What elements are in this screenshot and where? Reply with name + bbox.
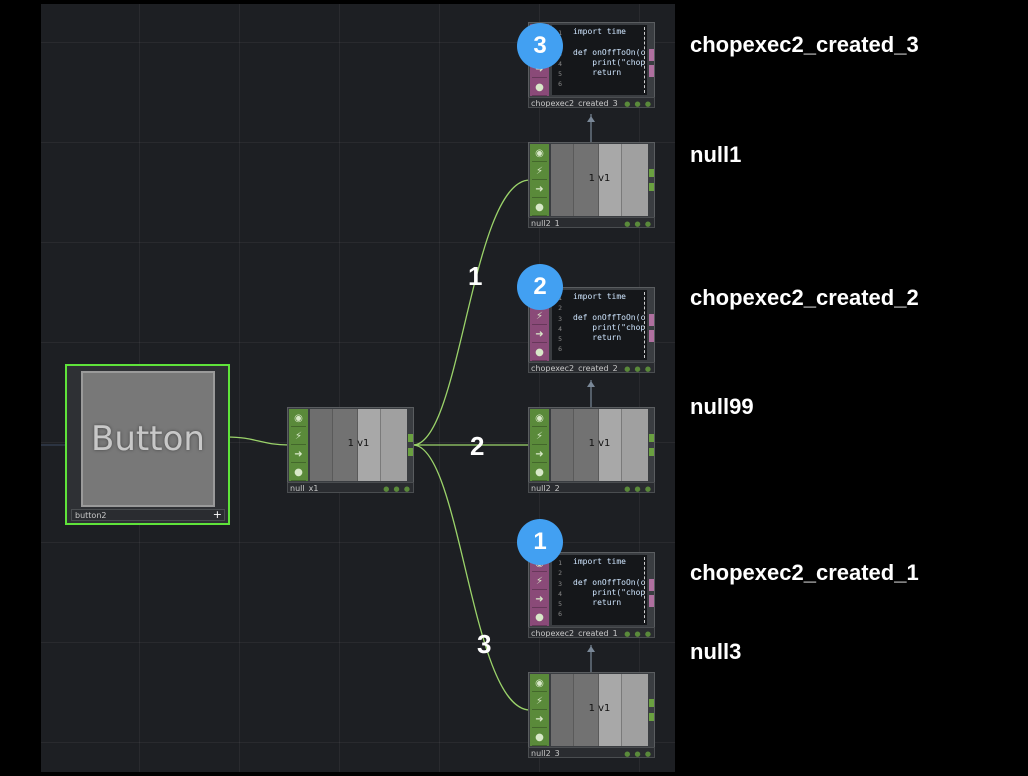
side-label-chopexec-2: chopexec2_created_2	[690, 285, 919, 310]
clone-icon: ●	[532, 610, 547, 626]
operator-strip: ◉ ⚡ ➜ ●	[289, 409, 308, 481]
clone-icon: ●	[532, 730, 547, 746]
clone-icon: ●	[532, 465, 547, 481]
null2-2-label: null2_2● ● ●	[528, 482, 655, 493]
button2-node-label: button2+	[71, 509, 225, 521]
side-label-null1: null1	[690, 142, 742, 167]
wire-number-2: 2	[470, 431, 485, 461]
side-label-chopexec-1: chopexec2_created_1	[690, 560, 919, 585]
arrow-icon: ➜	[532, 447, 547, 463]
wire-number-1: 1	[468, 261, 483, 291]
arrow-icon: ➜	[532, 182, 547, 198]
code-text: import time def onOffToOn(c print("chop …	[573, 557, 646, 608]
arrow-up-3	[587, 116, 595, 122]
viewer-icon: ◉	[532, 146, 547, 162]
operator-strip: ◉ ⚡ ➜ ●	[530, 144, 549, 216]
bypass-icon: ⚡	[532, 429, 547, 445]
bypass-icon: ⚡	[532, 694, 547, 710]
channel-value: 1 v1	[588, 703, 611, 714]
button-face[interactable]: Button	[81, 371, 215, 507]
clone-icon: ●	[291, 465, 306, 481]
wire-null-to-null2-1	[412, 179, 531, 446]
clone-icon: ●	[532, 345, 547, 361]
order-badge-2: 2	[517, 264, 563, 310]
arrow-icon: ➜	[532, 327, 547, 343]
null2-1-label: null2_1● ● ●	[528, 217, 655, 228]
chopexec2-created-1-label: chopexec2_created_1● ● ●	[528, 627, 655, 638]
null2-3-label: null2_3● ● ●	[528, 747, 655, 758]
clone-icon: ●	[532, 80, 547, 96]
chop-viewer: 1 v1	[551, 144, 648, 216]
side-label-null3: null3	[690, 639, 742, 664]
bypass-icon: ⚡	[532, 309, 547, 325]
viewer-icon: ◉	[291, 411, 306, 427]
chopexec2-created-2-label: chopexec2_created_2● ● ●	[528, 362, 655, 373]
order-badge-1: 1	[517, 519, 563, 565]
viewer-icon: ◉	[532, 411, 547, 427]
clone-icon: ●	[532, 200, 547, 216]
operator-strip: ◉ ⚡ ➜ ●	[530, 409, 549, 481]
plus-icon[interactable]: +	[212, 508, 222, 521]
chop-viewer: 1 v1	[551, 409, 648, 481]
button2-node[interactable]: Button button2+	[65, 364, 230, 525]
wires-layer	[41, 114, 595, 711]
arrow-icon: ➜	[532, 712, 547, 728]
arrow-up-1	[587, 646, 595, 652]
wire-number-3: 3	[477, 629, 492, 659]
wire-null-to-null2-3	[412, 444, 531, 711]
side-label-chopexec-3: chopexec2_created_3	[690, 32, 919, 57]
channel-value: 1 v1	[347, 438, 370, 449]
wire-button-to-null	[226, 436, 290, 446]
chop-viewer: 1 v1	[551, 674, 648, 746]
bypass-icon: ⚡	[291, 429, 306, 445]
arrow-icon: ➜	[532, 592, 547, 608]
code-text: import time def onOffToOn(c print("chop …	[573, 292, 646, 343]
chopexec2-created-3-label: chopexec2_created_3● ● ●	[528, 97, 655, 108]
arrow-icon: ➜	[291, 447, 306, 463]
code-text: import time def onOffToOn(c print("chop …	[573, 27, 646, 78]
network-editor-canvas[interactable]	[41, 4, 675, 772]
viewer-icon: ◉	[532, 676, 547, 692]
null-x1-label: null_x1● ● ●	[287, 482, 414, 493]
operator-strip: ◉ ⚡ ➜ ●	[530, 674, 549, 746]
chop-viewer: 1 v1	[310, 409, 407, 481]
bypass-icon: ⚡	[532, 164, 547, 180]
arrow-up-2	[587, 381, 595, 387]
order-badge-3: 3	[517, 23, 563, 69]
side-label-null99: null99	[690, 394, 754, 419]
button-face-text: Button	[91, 419, 205, 459]
channel-value: 1 v1	[588, 173, 611, 184]
channel-value: 1 v1	[588, 438, 611, 449]
arrow-icon: ➜	[532, 62, 547, 78]
bypass-icon: ⚡	[532, 574, 547, 590]
